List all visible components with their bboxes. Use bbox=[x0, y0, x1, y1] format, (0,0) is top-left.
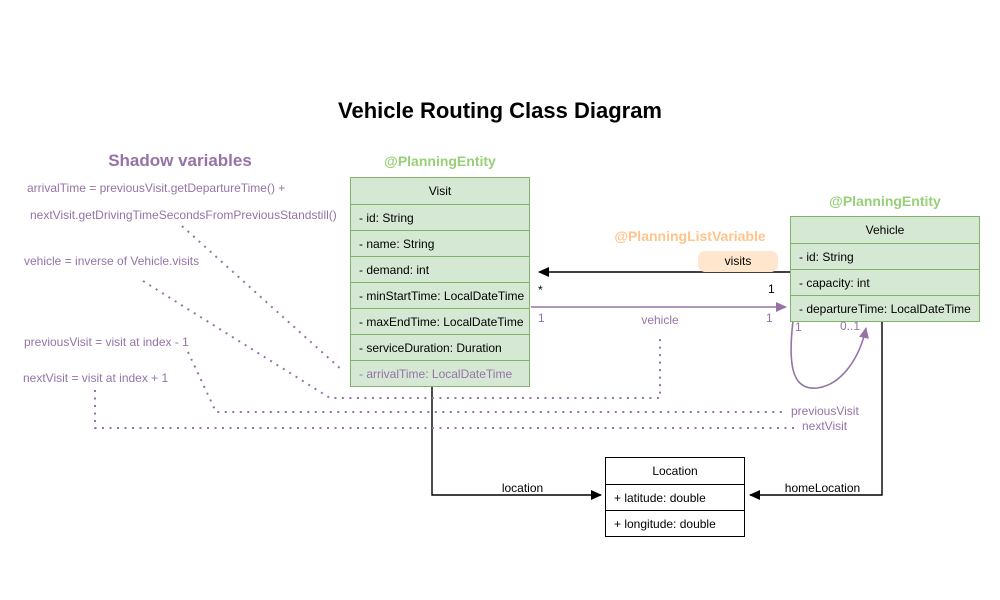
visit-attr-max-end-time: - maxEndTime: LocalDateTime bbox=[351, 308, 529, 334]
visit-attr-service-duration: - serviceDuration: Duration bbox=[351, 334, 529, 360]
vehicle-planning-entity-annotation: @PlanningEntity bbox=[829, 193, 941, 209]
location-connector bbox=[431, 386, 602, 500]
vehicle-multiplicity-visit-side: 1 bbox=[538, 311, 545, 325]
visit-attr-min-start-time: - minStartTime: LocalDateTime bbox=[351, 282, 529, 308]
arrival-time-note-line bbox=[181, 225, 344, 372]
location-attr-latitude: + latitude: double bbox=[606, 484, 744, 510]
next-visit-edge-label: nextVisit bbox=[802, 419, 848, 433]
loop-multiplicity-right: 0..1 bbox=[840, 319, 861, 333]
note-arrival-formula-line2: nextVisit.getDrivingTimeSecondsFromPrevi… bbox=[30, 208, 337, 222]
visits-multiplicity-vehicle-side: 1 bbox=[768, 282, 775, 296]
previous-visit-edge-label: previousVisit bbox=[791, 404, 859, 418]
home-location-connector bbox=[749, 321, 883, 500]
visit-chain-loop-connector bbox=[790, 320, 869, 389]
visit-planning-entity-annotation: @PlanningEntity bbox=[384, 153, 496, 169]
planning-list-variable-annotation: @PlanningListVariable bbox=[614, 228, 766, 244]
visits-edge-label-badge: visits bbox=[698, 251, 778, 272]
location-attr-longitude: + longitude: double bbox=[606, 510, 744, 536]
visit-class-box: Visit - id: String - name: String - dema… bbox=[350, 177, 530, 387]
vehicle-attr-id: - id: String bbox=[791, 243, 979, 269]
vehicle-class-name: Vehicle bbox=[865, 223, 905, 237]
next-visit-note-line bbox=[94, 390, 797, 429]
vehicle-multiplicity-vehicle-side: 1 bbox=[766, 311, 773, 325]
visit-attr-id: - id: String bbox=[351, 204, 529, 230]
location-edge-label: location bbox=[501, 481, 544, 495]
vehicle-attr-capacity: - capacity: int bbox=[791, 269, 979, 295]
visit-attr-arrival-time: - arrivalTime: LocalDateTime bbox=[351, 360, 529, 386]
visit-attr-demand: - demand: int bbox=[351, 256, 529, 282]
loop-multiplicity-left: 1 bbox=[795, 320, 802, 334]
note-vehicle-formula: vehicle = inverse of Vehicle.visits bbox=[24, 254, 200, 268]
note-previous-visit-formula: previousVisit = visit at index - 1 bbox=[24, 335, 189, 349]
vehicle-edge-label: vehicle bbox=[641, 313, 679, 327]
location-class-box: Location + latitude: double + longitude:… bbox=[605, 457, 745, 537]
visits-multiplicity-visit-side: * bbox=[538, 283, 543, 297]
shadow-variables-heading: Shadow variables bbox=[108, 151, 252, 170]
visit-class-name: Visit bbox=[428, 184, 452, 198]
note-next-visit-formula: nextVisit = visit at index + 1 bbox=[23, 371, 169, 385]
vehicle-class-box: Vehicle - id: String - capacity: int - d… bbox=[790, 216, 980, 322]
visit-attr-name: - name: String bbox=[351, 230, 529, 256]
vehicle-attr-departure-time: - departureTime: LocalDateTime bbox=[791, 295, 979, 321]
diagram-title: Vehicle Routing Class Diagram bbox=[338, 98, 662, 123]
note-arrival-formula-line1: arrivalTime = previousVisit.getDeparture… bbox=[27, 181, 286, 195]
location-class-name: Location bbox=[652, 464, 698, 478]
home-location-edge-label: homeLocation bbox=[784, 481, 861, 495]
